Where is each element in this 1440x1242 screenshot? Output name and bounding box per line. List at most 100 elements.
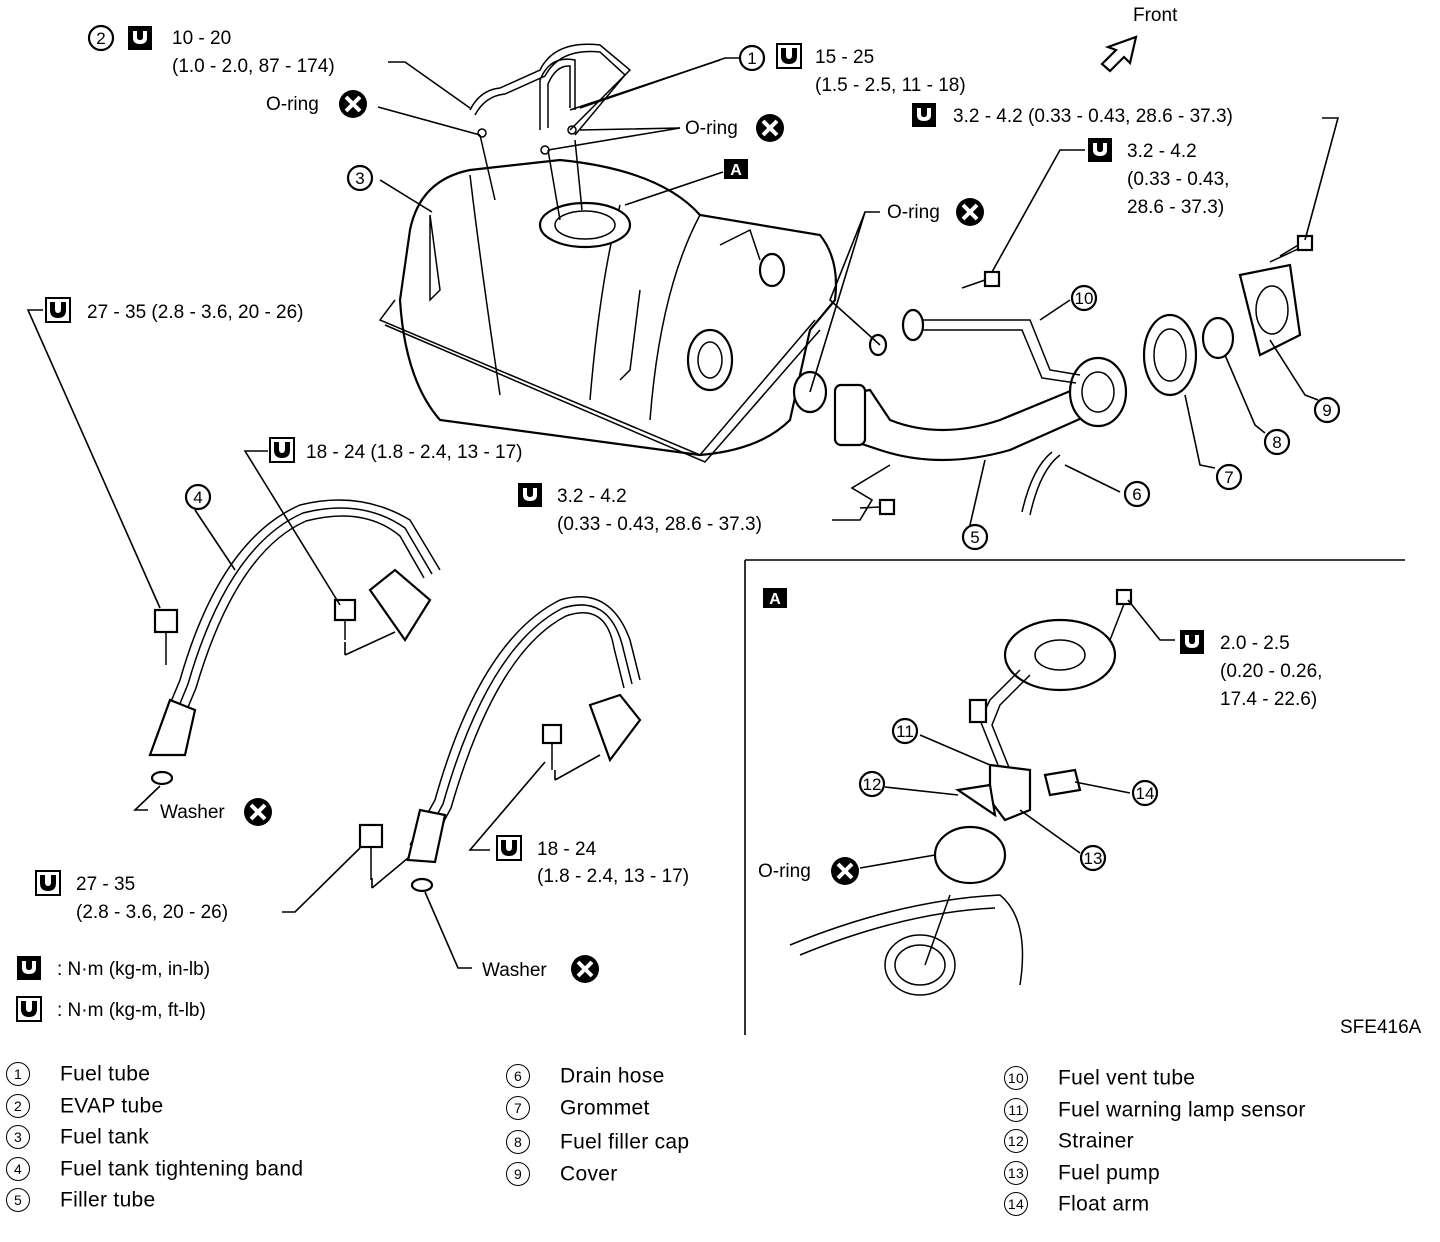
oring-callout: O-ring — [887, 196, 986, 228]
torque-spec-2: 10 - 20 (1.0 - 2.0, 87 - 174) — [128, 26, 335, 77]
legend-number: 7 — [506, 1096, 530, 1121]
torque-ft-lb-icon — [496, 835, 522, 861]
svg-text:8: 8 — [1272, 433, 1281, 452]
units-ft-lb-label: : N·m (kg-m, ft-lb) — [57, 1000, 206, 1021]
part-number-10: 10 — [1070, 284, 1098, 312]
torque-ft-lb-icon — [776, 43, 802, 69]
legend-label: Fuel filler cap — [560, 1130, 690, 1154]
torque-ft-lb-icon — [35, 870, 61, 896]
do-not-reuse-icon — [829, 855, 861, 887]
legend-item: 7 Grommet — [506, 1096, 650, 1126]
legend-number: 2 — [6, 1094, 30, 1119]
torque-value: 2.0 - 2.5 — [1220, 633, 1290, 654]
oring-callout: O-ring — [685, 112, 786, 144]
torque-value: 15 - 25 — [815, 47, 874, 68]
torque-value: (2.8 - 3.6, 20 - 26) — [76, 902, 228, 923]
svg-text:6: 6 — [1132, 485, 1141, 504]
torque-in-lb-icon — [1180, 630, 1204, 654]
oring-label: O-ring — [887, 202, 940, 223]
torque-value: 17.4 - 22.6) — [1220, 689, 1317, 710]
legend-number: 13 — [1004, 1161, 1028, 1186]
legend-item: 13 Fuel pump — [1004, 1161, 1160, 1191]
legend-item: 3 Fuel tank — [6, 1125, 149, 1155]
torque-value: (0.33 - 0.43, — [1127, 169, 1229, 190]
part-number-7: 7 — [1215, 463, 1243, 491]
filler-tube-drawing — [792, 308, 1128, 516]
svg-text:11: 11 — [896, 722, 914, 741]
detail-a-frame — [744, 559, 1405, 1035]
do-not-reuse-icon — [954, 196, 986, 228]
part-number-9: 9 — [1313, 396, 1341, 424]
legend-number: 3 — [6, 1125, 30, 1150]
legend-item: 5 Filler tube — [6, 1188, 156, 1218]
oring-callout: O-ring — [266, 88, 369, 120]
legend-label: Fuel tube — [60, 1062, 151, 1086]
part-number-13: 13 — [1079, 844, 1107, 872]
legend-number: 5 — [6, 1188, 30, 1213]
grommet-cap-cover-drawing — [961, 234, 1314, 397]
tank-band-right-drawing — [358, 596, 642, 893]
part-number-4: 4 — [184, 483, 212, 511]
part-number-11: 11 — [891, 717, 919, 745]
legend-item: 8 Fuel filler cap — [506, 1130, 689, 1160]
legend-number: 10 — [1004, 1066, 1028, 1091]
torque-spec-band-upper: 18 - 24 (1.8 - 2.4, 13 - 17) — [269, 437, 523, 463]
torque-in-lb-icon — [1088, 138, 1112, 162]
svg-text:12: 12 — [863, 775, 882, 794]
legend-label: Fuel pump — [1058, 1161, 1160, 1185]
legend-number: 8 — [506, 1130, 530, 1155]
legend-label: Float arm — [1058, 1192, 1150, 1216]
part-number-1: 1 — [738, 44, 766, 72]
legend-number: 6 — [506, 1064, 530, 1089]
svg-text:1: 1 — [747, 49, 756, 68]
part-number-3: 3 — [346, 164, 374, 192]
oring-callout: O-ring — [758, 855, 861, 887]
torque-in-lb-icon — [17, 956, 41, 980]
torque-value: 3.2 - 4.2 — [557, 486, 627, 507]
washer-callout: Washer — [482, 953, 601, 985]
part-number-bubbles: 1 2 3 4 5 6 7 8 9 10 11 12 13 14 — [87, 24, 1341, 872]
torque-spec-band-bottom: 27 - 35 (2.8 - 3.6, 20 - 26) — [35, 870, 228, 923]
legend-number: 11 — [1004, 1098, 1028, 1123]
fuel-tank-drawing — [378, 158, 838, 463]
svg-text:13: 13 — [1084, 849, 1103, 868]
torque-spec-1: 15 - 25 (1.5 - 2.5, 11 - 18) — [776, 43, 966, 96]
front-label: Front — [1133, 5, 1178, 26]
do-not-reuse-icon — [754, 112, 786, 144]
legend-number: 12 — [1004, 1129, 1028, 1154]
legend-label: Fuel tank tightening band — [60, 1157, 304, 1181]
units-key: : N·m (kg-m, in-lb) : N·m (kg-m, ft-lb) — [16, 956, 210, 1022]
legend-label: Filler tube — [60, 1188, 156, 1212]
detail-a-ref-label: A — [730, 162, 742, 179]
svg-text:5: 5 — [970, 528, 979, 547]
figure-id: SFE416A — [1340, 1017, 1422, 1038]
part-number-12: 12 — [858, 770, 886, 798]
detail-a-ref-marker — [724, 159, 748, 179]
torque-spec-band-left: 27 - 35 (2.8 - 3.6, 20 - 26) — [45, 297, 304, 323]
legend-item: 12 Strainer — [1004, 1129, 1134, 1159]
svg-text:10: 10 — [1075, 289, 1094, 308]
legend-item: 14 Float arm — [1004, 1192, 1149, 1222]
torque-value: 27 - 35 (2.8 - 3.6, 20 - 26) — [87, 302, 304, 323]
legend-label: Fuel tank — [60, 1125, 150, 1149]
torque-value: 18 - 24 (1.8 - 2.4, 13 - 17) — [306, 442, 523, 463]
torque-in-lb-icon — [912, 103, 936, 127]
part-number-8: 8 — [1263, 428, 1291, 456]
units-in-lb-label: : N·m (kg-m, in-lb) — [57, 959, 210, 980]
svg-text:7: 7 — [1224, 468, 1233, 487]
legend-label: Drain hose — [560, 1064, 665, 1088]
legend-label: Fuel vent tube — [1058, 1066, 1196, 1090]
legend-label: Strainer — [1058, 1129, 1134, 1153]
torque-value: 28.6 - 37.3) — [1127, 197, 1224, 218]
torque-value: (0.20 - 0.26, — [1220, 661, 1322, 682]
torque-value: (1.0 - 2.0, 87 - 174) — [172, 56, 335, 77]
do-not-reuse-icon — [569, 953, 601, 985]
torque-value: (1.8 - 2.4, 13 - 17) — [537, 866, 689, 887]
legend-label: Grommet — [560, 1096, 650, 1120]
fuel-pump-detail-drawing — [789, 588, 1133, 996]
svg-text:3: 3 — [355, 169, 364, 188]
legend-number: 1 — [6, 1062, 30, 1087]
legend-number: 14 — [1004, 1192, 1028, 1217]
